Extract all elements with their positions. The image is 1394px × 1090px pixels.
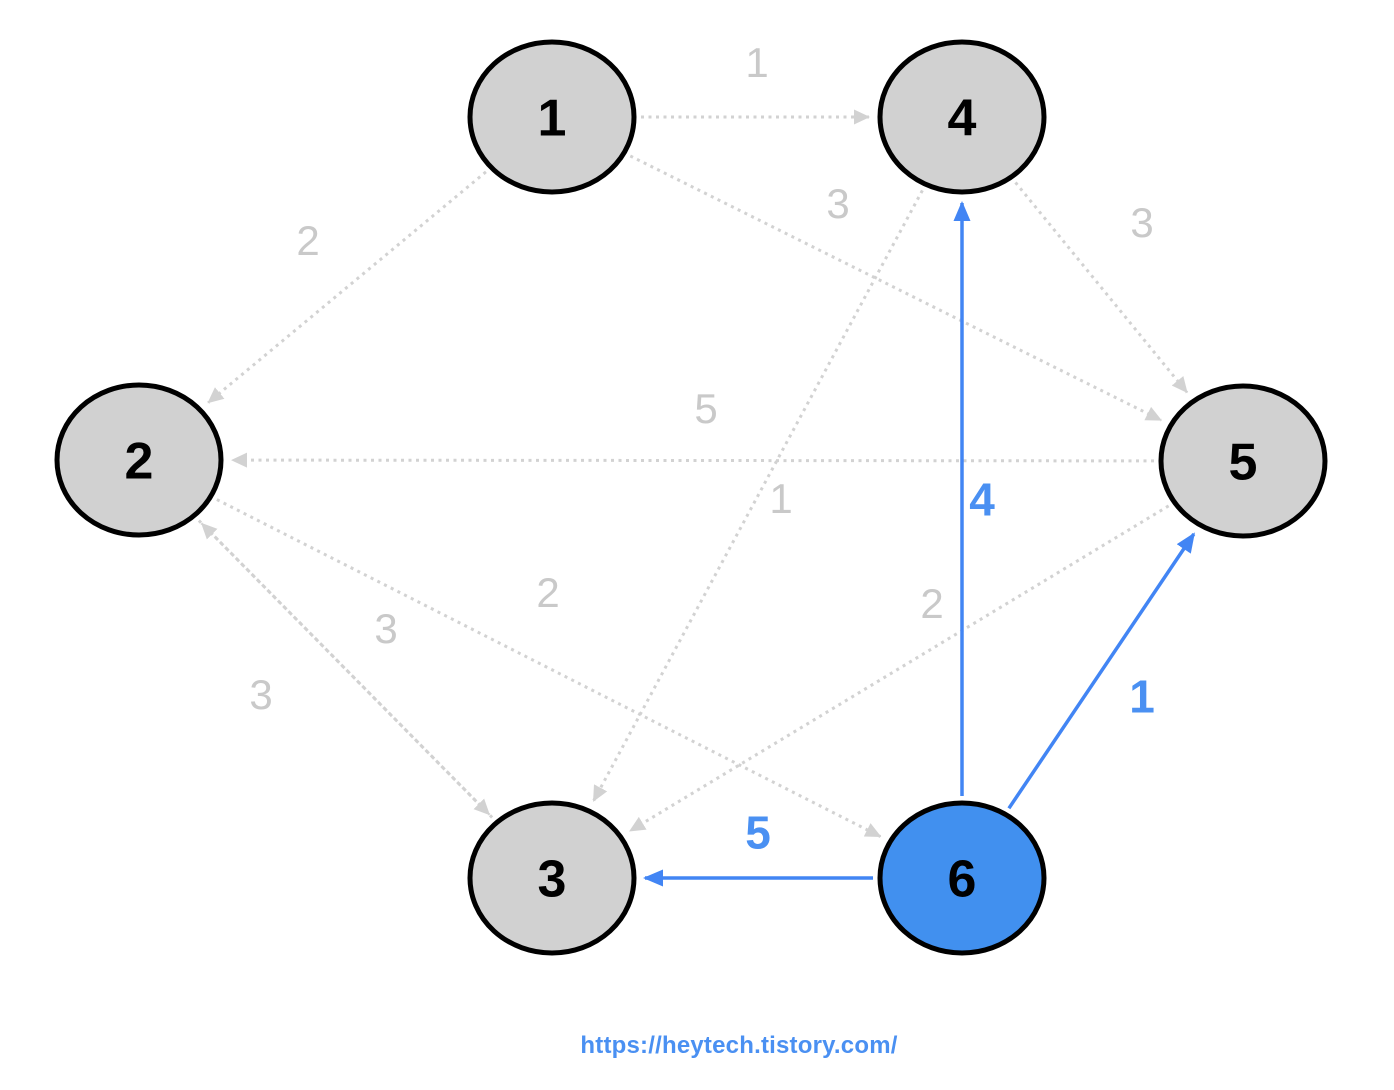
graph-node-2: 2 xyxy=(54,382,224,538)
edge-1-5 xyxy=(629,154,1162,422)
node-label-6: 6 xyxy=(948,851,977,909)
edge-6-5 xyxy=(1007,532,1196,810)
edge-weight-1-2: 2 xyxy=(296,217,319,264)
node-label-4: 4 xyxy=(948,90,977,148)
edge-weight-5-3: 2 xyxy=(920,580,943,627)
edge-weight-1-4: 1 xyxy=(745,39,768,86)
edge-4-3 xyxy=(592,189,924,802)
edge-weight-2-3: 3 xyxy=(374,605,397,652)
graph-node-5: 5 xyxy=(1158,383,1328,539)
edge-5-3 xyxy=(629,504,1170,833)
node-circle-5 xyxy=(1158,383,1328,539)
edge-1-2 xyxy=(207,170,487,404)
edge-weight-2-6: 2 xyxy=(536,569,559,616)
node-circle-1 xyxy=(467,39,637,195)
edge-labels-layer: 1 2 3 3 5 1 2 2 3 3 4 1 5 xyxy=(249,39,1154,858)
edge-3-2 xyxy=(200,522,494,819)
edge-weight-6-4: 4 xyxy=(969,474,995,526)
node-label-5: 5 xyxy=(1229,434,1258,492)
graph-node-1: 1 xyxy=(467,39,637,195)
edge-weight-1-5: 3 xyxy=(826,180,849,227)
edge-5-2 xyxy=(231,452,1155,468)
edge-2-6 xyxy=(216,498,882,838)
graph-node-6: 6 xyxy=(877,800,1047,956)
node-circle-6 xyxy=(877,800,1047,956)
nodes-layer: 1 4 2 5 3 6 xyxy=(54,39,1328,956)
edge-weight-6-5: 1 xyxy=(1129,671,1155,723)
graph-node-3: 3 xyxy=(467,800,637,956)
edge-weight-5-2: 5 xyxy=(694,385,717,432)
node-circle-4 xyxy=(877,39,1047,195)
edge-4-5 xyxy=(1014,181,1189,394)
node-label-2: 2 xyxy=(125,433,154,491)
edge-weight-3-2: 3 xyxy=(249,671,272,718)
node-label-1: 1 xyxy=(538,90,567,148)
edge-weight-4-3: 1 xyxy=(769,475,792,522)
edge-2-3 xyxy=(197,519,491,816)
edges-layer xyxy=(197,109,1196,887)
node-label-3: 3 xyxy=(538,851,567,909)
node-circle-3 xyxy=(467,800,637,956)
node-circle-2 xyxy=(54,382,224,538)
edge-weight-4-5: 3 xyxy=(1130,199,1153,246)
footer-url-link[interactable]: https://heytech.tistory.com/ xyxy=(580,1032,898,1059)
graph-node-4: 4 xyxy=(877,39,1047,195)
edge-weight-6-3: 5 xyxy=(745,807,771,859)
